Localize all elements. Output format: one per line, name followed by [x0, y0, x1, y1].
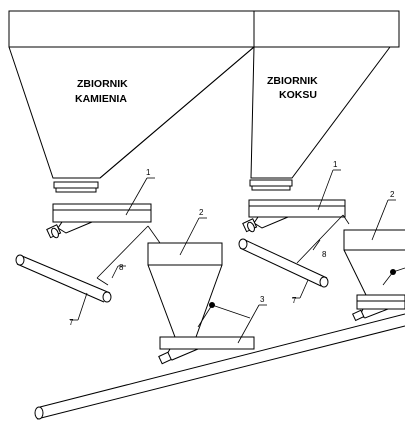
callout-line-chute-right [313, 240, 320, 250]
callout-chute-left: 8 [119, 263, 124, 272]
hopper-right [344, 230, 405, 295]
callout-feeder-right: 1 [333, 160, 338, 169]
callout-conveyor-right: 7 [292, 296, 297, 305]
chute-left [97, 226, 148, 278]
conveyor-left [16, 255, 111, 302]
callout-conveyor-left: 7 [69, 318, 74, 327]
bin-right [251, 11, 399, 178]
hopper-middle [148, 243, 222, 337]
callout-feeder-left: 1 [146, 168, 151, 177]
outlet-right [250, 180, 292, 190]
collecting-conveyor [35, 314, 405, 419]
callout-line-hopper-right [372, 200, 388, 240]
bin-right-label-1: ZBIORNIK [267, 75, 318, 87]
load-cell-middle [198, 302, 250, 327]
load-cell-right [383, 268, 405, 285]
callout-line-hopper-middle [180, 218, 199, 255]
callout-line-conveyor-left [78, 293, 87, 320]
bin-right-label-2: KOKSU [279, 89, 317, 101]
callout-hopper-middle: 2 [199, 208, 204, 217]
feeder-right [243, 200, 345, 233]
weigh-feeder-right [353, 295, 405, 320]
outlet-left [54, 182, 98, 192]
callout-weigh-feeder: 3 [260, 295, 265, 304]
callout-line-weigh-feeder [238, 305, 259, 343]
weigh-feeder [159, 337, 254, 364]
callout-line-conveyor-right [300, 280, 308, 298]
callout-hopper-right: 2 [390, 190, 395, 199]
conveyor-right [239, 239, 328, 287]
feeder-left [47, 204, 151, 239]
chute-right [297, 215, 343, 263]
bin-left-label-2: KAMIENIA [75, 93, 127, 105]
bin-left [9, 11, 254, 178]
callout-line-feeder-left [126, 178, 147, 215]
bin-left-label-1: ZBIORNIK [77, 78, 128, 90]
callout-line-chute-left [112, 266, 118, 278]
callout-chute-right: 8 [322, 250, 327, 259]
callout-line-feeder-right [318, 170, 333, 210]
